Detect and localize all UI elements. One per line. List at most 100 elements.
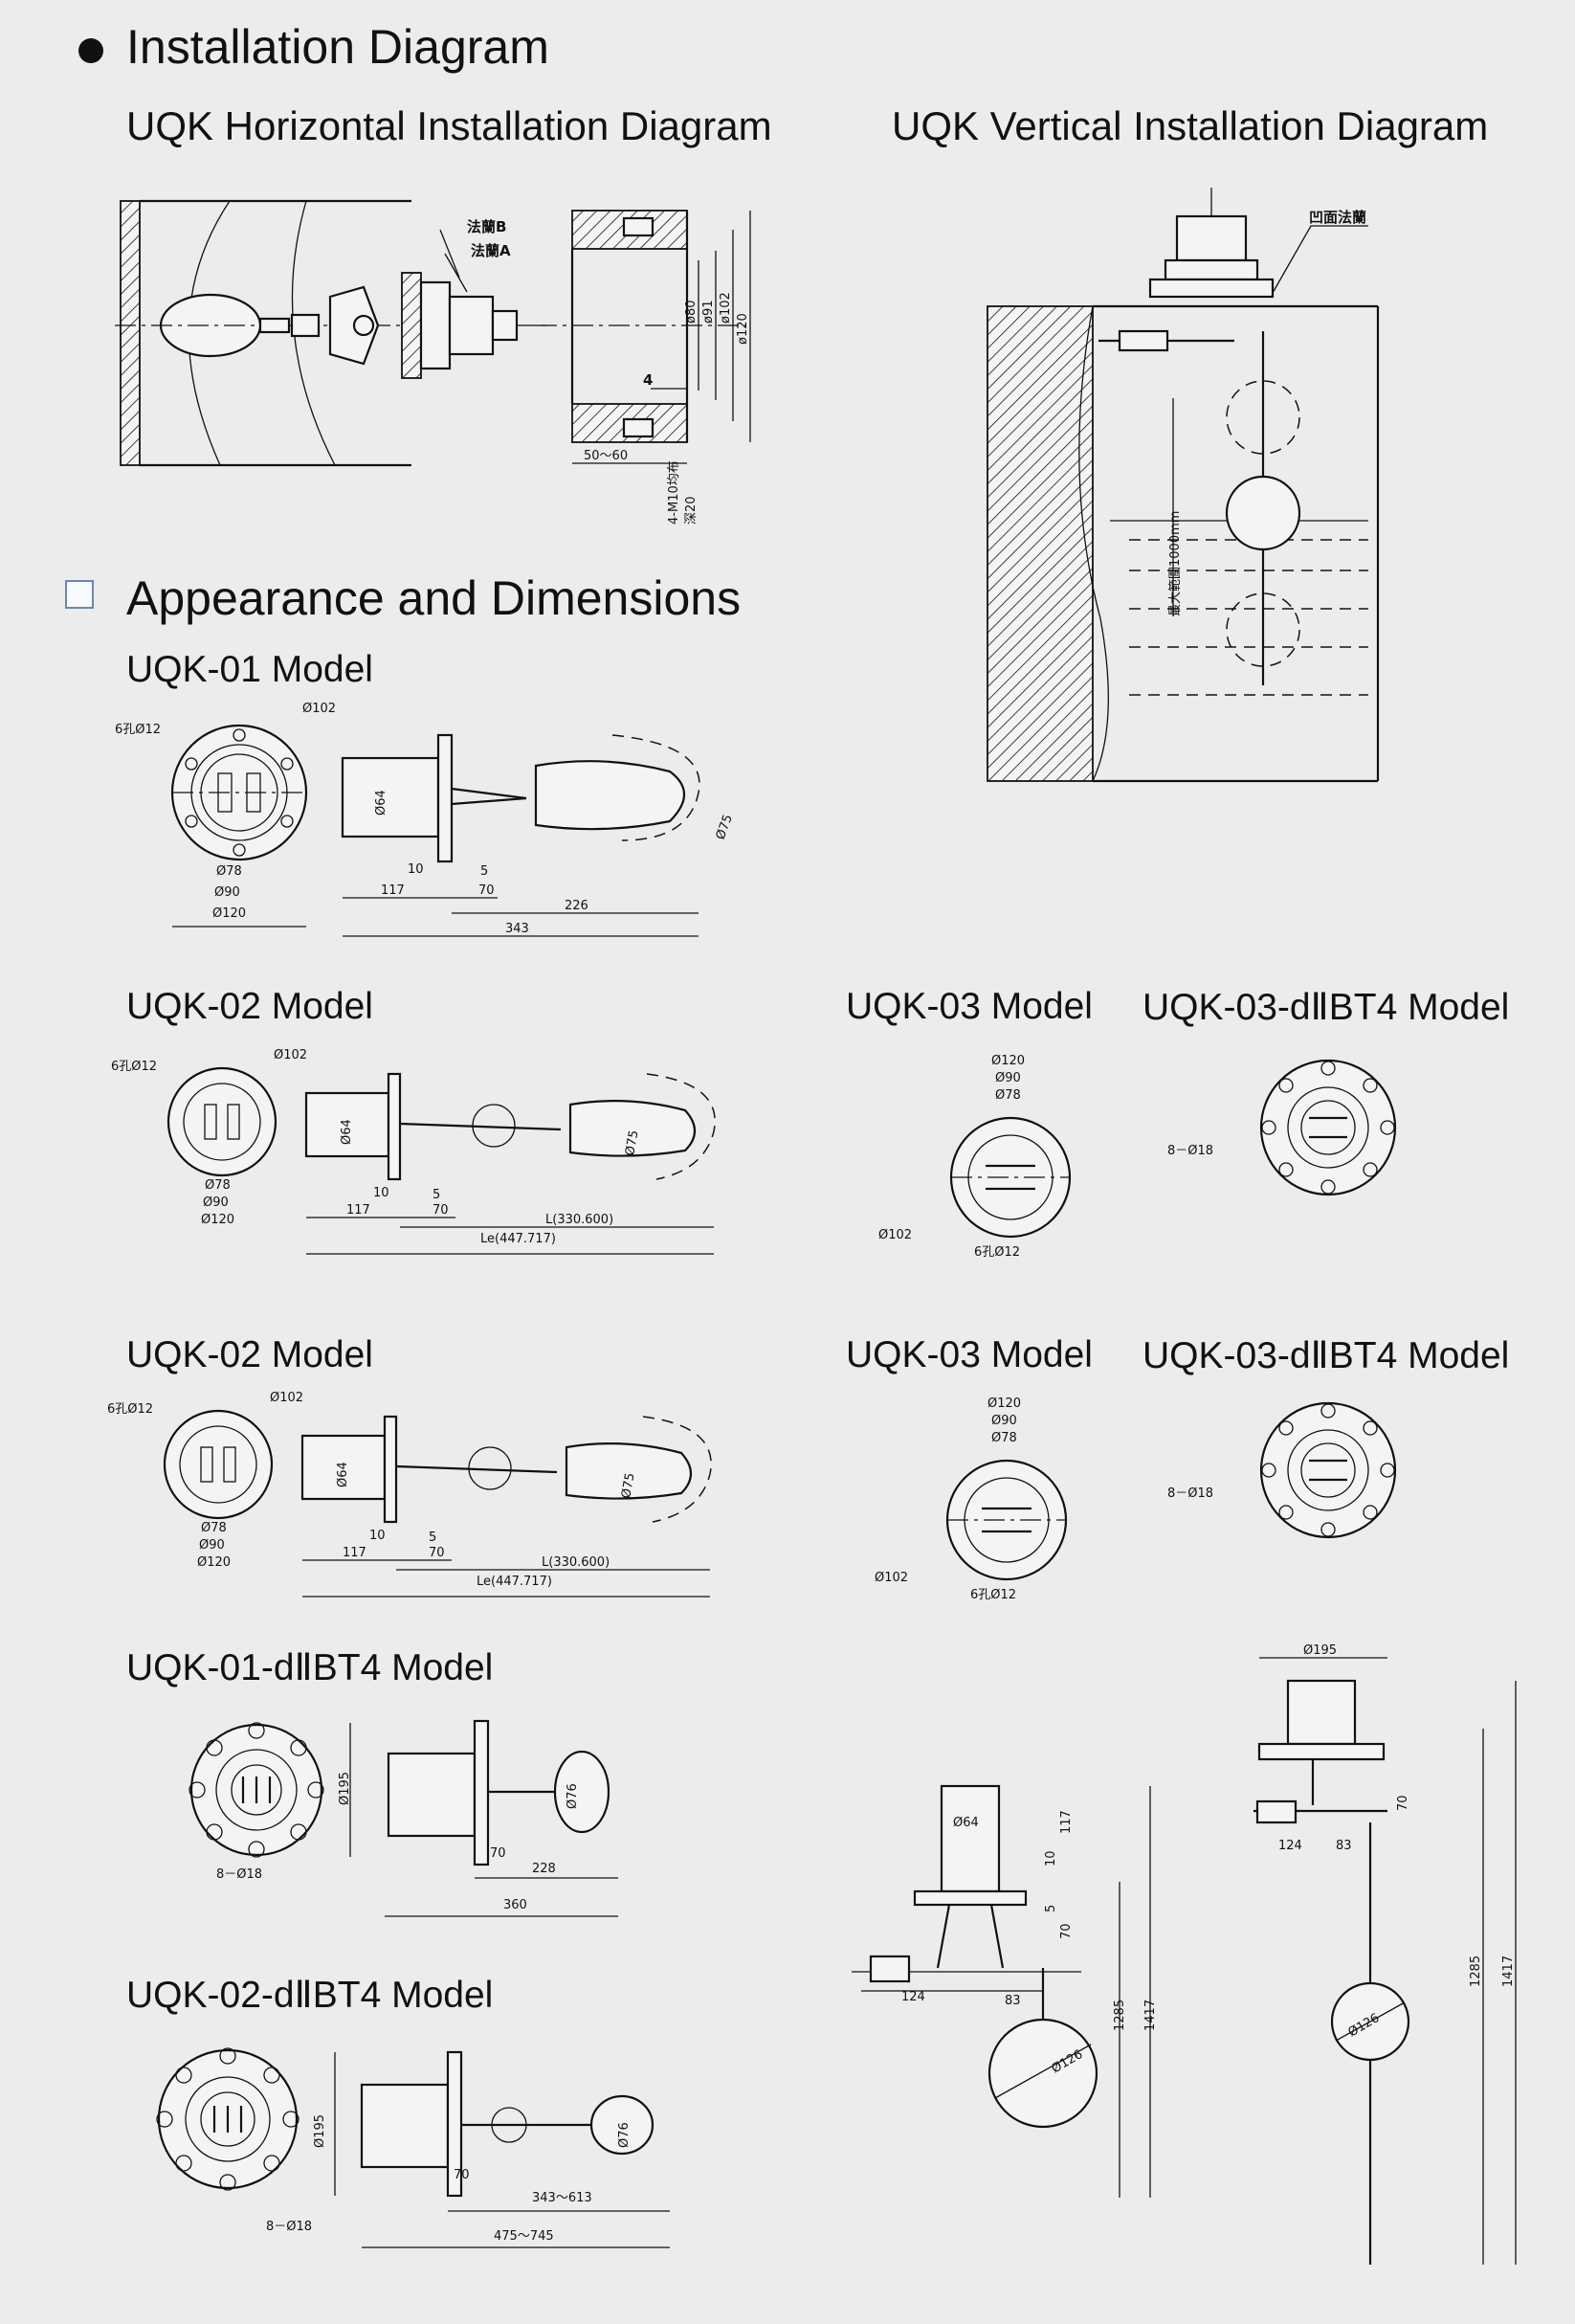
uqk02a-label-L: L(330.600) <box>545 1213 613 1227</box>
uqk03dbt4a-drawing: 8－Ø18 <box>1167 1059 1397 1196</box>
uqk02b-label-5: 5 <box>429 1531 436 1545</box>
label-concave-flange: 凹面法蘭 <box>1309 209 1366 226</box>
uqk02b-label-10: 10 <box>369 1529 386 1543</box>
uqk03a-drawing: Ø120 Ø90 Ø78 Ø102 6孔Ø12 <box>878 1054 1072 1260</box>
label-four: 4 <box>643 371 653 389</box>
uqk01-label-226: 226 <box>565 899 588 913</box>
vert03-label-d64: Ø64 <box>953 1816 979 1830</box>
uqk01-label-d64: Ø64 <box>374 790 388 816</box>
uqk01-label-d120: Ø120 <box>212 906 246 921</box>
model-title-uqk03dbt4b: UQK-03-dⅡBT4 Model <box>1142 1335 1510 1376</box>
vert03-label-1285: 1285 <box>1113 2000 1127 2031</box>
vert03-label-5: 5 <box>1044 1905 1058 1912</box>
label-max-range: 最大範圍1000mm <box>1168 511 1183 616</box>
uqk03b-label-holes: 6孔Ø12 <box>970 1588 1016 1602</box>
uqk02a-label-holes: 6孔Ø12 <box>111 1060 157 1074</box>
uqk01-label-d90: Ø90 <box>214 885 240 900</box>
uqk02b-label-d102: Ø102 <box>270 1391 303 1405</box>
uqk02a-label-10: 10 <box>373 1186 389 1200</box>
uqk03a-label-d78: Ø78 <box>995 1088 1021 1103</box>
vert03d-label-d195: Ø195 <box>1303 1643 1337 1658</box>
model-title-uqk01: UQK-01 Model <box>126 649 373 690</box>
uqk02a-label-70: 70 <box>433 1203 449 1218</box>
uqk01dbt4-drawing: 8－Ø18 Ø195 Ø76 70 228 360 <box>189 1719 618 1917</box>
uqk02a-label-5: 5 <box>433 1188 440 1202</box>
uqk01dbt4-label-d76: Ø76 <box>566 1783 580 1809</box>
vert03-label-83: 83 <box>1005 1994 1021 2008</box>
uqk02b-label-70: 70 <box>429 1546 445 1560</box>
label-d102: ø102 <box>719 292 733 324</box>
vert03d-label-1285: 1285 <box>1469 1955 1483 1987</box>
uqk01dbt4-label-360: 360 <box>503 1898 527 1912</box>
uqk01dbt4-label-d195: Ø195 <box>338 1772 352 1805</box>
uqk03a-label-holes: 6孔Ø12 <box>974 1245 1020 1260</box>
uqk03b-label-d120: Ø120 <box>987 1397 1021 1411</box>
uqk03dbt4b-label-holes: 8－Ø18 <box>1167 1486 1213 1501</box>
horizontal-installation-title: UQK Horizontal Installation Diagram <box>126 103 772 148</box>
model-title-uqk01dbt4: UQK-01-dⅡBT4 Model <box>126 1647 494 1688</box>
label-d80: ø80 <box>684 301 699 324</box>
uqk02dbt4-label-holes: 8－Ø18 <box>266 2220 312 2234</box>
label-range-50-60: 50～60 <box>584 449 628 463</box>
uqk01-label-343: 343 <box>505 922 529 936</box>
vert03d-label-83: 83 <box>1336 1839 1352 1853</box>
vert03d-drawing: Ø195 70 124 83 Ø126 1285 1417 <box>1253 1643 1517 2265</box>
uqk01-label-holes: 6孔Ø12 <box>115 723 161 737</box>
vert03-label-70: 70 <box>1059 1923 1074 1939</box>
vert03-label-1417: 1417 <box>1143 2000 1158 2031</box>
label-m10: 4-M10均布 <box>667 460 681 525</box>
model-title-uqk02b: UQK-02 Model <box>126 1334 373 1375</box>
uqk01-label-d102: Ø102 <box>302 702 336 716</box>
uqk02b-label-L: L(330.600) <box>542 1555 610 1570</box>
uqk01dbt4-label-228: 228 <box>532 1862 556 1876</box>
vertical-installation-drawing: 凹面法蘭 最大範圍1000mm <box>987 188 1380 783</box>
uqk02a-label-117: 117 <box>346 1203 370 1218</box>
uqk02b-label-Le: Le(447.717) <box>477 1575 552 1589</box>
vert03d-label-1417: 1417 <box>1501 1955 1516 1987</box>
uqk03b-drawing: Ø120 Ø90 Ø78 Ø102 6孔Ø12 <box>875 1397 1068 1602</box>
uqk03b-label-d78: Ø78 <box>991 1431 1017 1445</box>
checkbox-icon <box>65 580 94 609</box>
uqk02b-label-holes: 6孔Ø12 <box>107 1402 153 1417</box>
uqk03dbt4a-label-holes: 8－Ø18 <box>1167 1144 1213 1158</box>
horizontal-installation-drawing: 法蘭B 法蘭A ø80 ø91 ø102 ø120 4 50～60 4-M10均… <box>115 199 751 525</box>
uqk02a-label-d90: Ø90 <box>203 1196 229 1210</box>
uqk02b-label-d64: Ø64 <box>336 1462 350 1487</box>
uqk03a-label-d120: Ø120 <box>991 1054 1025 1068</box>
vert03d-label-124: 124 <box>1278 1839 1302 1853</box>
vert03-label-117: 117 <box>1059 1810 1074 1834</box>
uqk02a-label-Le: Le(447.717) <box>480 1232 556 1246</box>
label-d120: ø120 <box>736 313 750 345</box>
uqk01-label-10: 10 <box>408 862 424 877</box>
uqk01-label-5: 5 <box>480 864 488 879</box>
uqk03a-label-d90: Ø90 <box>995 1071 1021 1085</box>
model-title-uqk03a: UQK-03 Model <box>846 986 1093 1027</box>
uqk02a-label-d120: Ø120 <box>201 1213 234 1227</box>
uqk01-drawing: 6孔Ø12 Ø102 Ø78 Ø90 Ø120 Ø64 Ø75 10 5 117… <box>115 702 736 937</box>
label-deep20: 深20 <box>684 496 699 525</box>
uqk03a-label-d102: Ø102 <box>878 1228 912 1242</box>
uqk02b-label-117: 117 <box>343 1546 366 1560</box>
uqk01-label-70: 70 <box>478 883 495 898</box>
label-flange-b: 法蘭B <box>467 218 506 235</box>
vert03d-label-70: 70 <box>1396 1795 1410 1811</box>
uqk02a-label-d78: Ø78 <box>205 1178 231 1193</box>
uqk02dbt4-label-70: 70 <box>454 2168 470 2182</box>
uqk02dbt4-label-d76: Ø76 <box>617 2122 632 2148</box>
uqk01dbt4-label-holes: 8－Ø18 <box>216 1867 262 1882</box>
label-flange-a: 法蘭A <box>471 242 511 259</box>
uqk02b-label-d90: Ø90 <box>199 1538 225 1553</box>
uqk02dbt4-label-d195: Ø195 <box>313 2114 327 2148</box>
uqk01-label-d75: Ø75 <box>714 813 736 841</box>
uqk03b-label-d90: Ø90 <box>991 1414 1017 1428</box>
uqk02b-label-d120: Ø120 <box>197 1555 231 1570</box>
uqk01-label-117: 117 <box>381 883 405 898</box>
uqk02a-drawing: 6孔Ø12 Ø102 Ø78 Ø90 Ø120 Ø64 Ø75 10 5 117… <box>111 1048 716 1255</box>
uqk02b-label-d75: Ø75 <box>619 1472 637 1500</box>
label-d91: ø91 <box>701 301 716 324</box>
uqk01dbt4-label-70: 70 <box>490 1846 506 1861</box>
uqk02dbt4-label-475-745: 475～745 <box>494 2229 554 2244</box>
uqk01-label-d78: Ø78 <box>216 864 242 879</box>
uqk02a-label-d102: Ø102 <box>274 1048 307 1062</box>
vertical-installation-title: UQK Vertical Installation Diagram <box>892 103 1489 148</box>
